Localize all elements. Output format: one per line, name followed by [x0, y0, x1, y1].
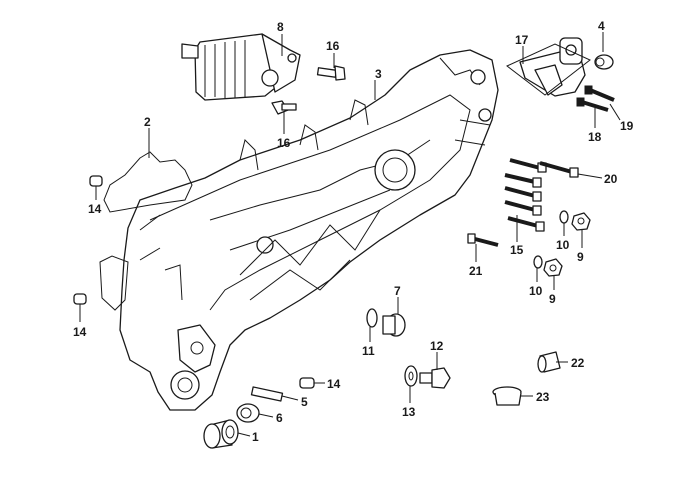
washer-10-lower	[533, 255, 543, 269]
washer-13	[404, 365, 418, 387]
dowel-pin-14-upper	[89, 175, 103, 187]
callout-3: 3	[375, 67, 382, 81]
callout-16-lower: 16	[277, 136, 291, 150]
callout-17: 17	[515, 33, 529, 47]
cap-23	[492, 386, 522, 406]
gasket	[99, 151, 193, 311]
drain-bolt-12	[419, 367, 451, 389]
dowel-pin-14-lower	[73, 293, 87, 305]
collar-22	[537, 351, 561, 373]
callout-labels: 1 2 3 4 5 6 7 8 9 9 10 10 11 12 13 14 14…	[73, 19, 634, 444]
starter-motor	[181, 33, 301, 101]
crankcase	[119, 49, 499, 411]
callout-8: 8	[277, 20, 284, 34]
bolt-16-lower	[271, 100, 297, 115]
washer-10-upper	[559, 210, 569, 224]
callout-7: 7	[394, 284, 401, 298]
callout-9-lower: 9	[549, 292, 556, 306]
callout-13: 13	[402, 405, 416, 419]
ring-6	[236, 403, 260, 423]
leader-lines	[79, 32, 621, 437]
callout-1: 1	[252, 430, 259, 444]
callout-21: 21	[469, 264, 483, 278]
callout-23: 23	[536, 390, 550, 404]
bushing-4	[594, 54, 614, 70]
callout-19: 19	[620, 119, 634, 133]
callout-11: 11	[362, 344, 375, 358]
callout-2: 2	[144, 115, 151, 129]
dowel-pin-14-bottom	[299, 377, 315, 389]
bearing-1	[203, 419, 239, 449]
bolt-set	[504, 158, 579, 232]
nut-9-lower	[543, 258, 563, 277]
callout-22: 22	[571, 356, 585, 370]
callout-5: 5	[301, 395, 308, 409]
bolt-16-upper	[316, 65, 346, 81]
bracket	[506, 37, 591, 97]
long-bolt-19	[584, 85, 615, 102]
callout-14-upper: 14	[88, 202, 102, 216]
callout-14-lower: 14	[73, 325, 87, 339]
bolt-21	[467, 233, 499, 247]
nut-9-upper	[571, 212, 591, 231]
plug-7	[382, 313, 406, 337]
callout-4: 4	[598, 19, 605, 33]
callout-14-bottom: 14	[327, 377, 341, 391]
callout-18: 18	[588, 130, 602, 144]
callout-12: 12	[430, 339, 444, 353]
callout-9-upper: 9	[577, 250, 584, 264]
callout-6: 6	[276, 411, 283, 425]
seal-11	[366, 308, 378, 328]
callout-15: 15	[510, 243, 524, 257]
shaft-5	[250, 386, 284, 402]
callout-16-upper: 16	[326, 39, 340, 53]
callout-10-upper: 10	[556, 238, 570, 252]
long-bolt-18	[576, 97, 609, 112]
callout-10-lower: 10	[529, 284, 543, 298]
callout-20: 20	[604, 172, 618, 186]
